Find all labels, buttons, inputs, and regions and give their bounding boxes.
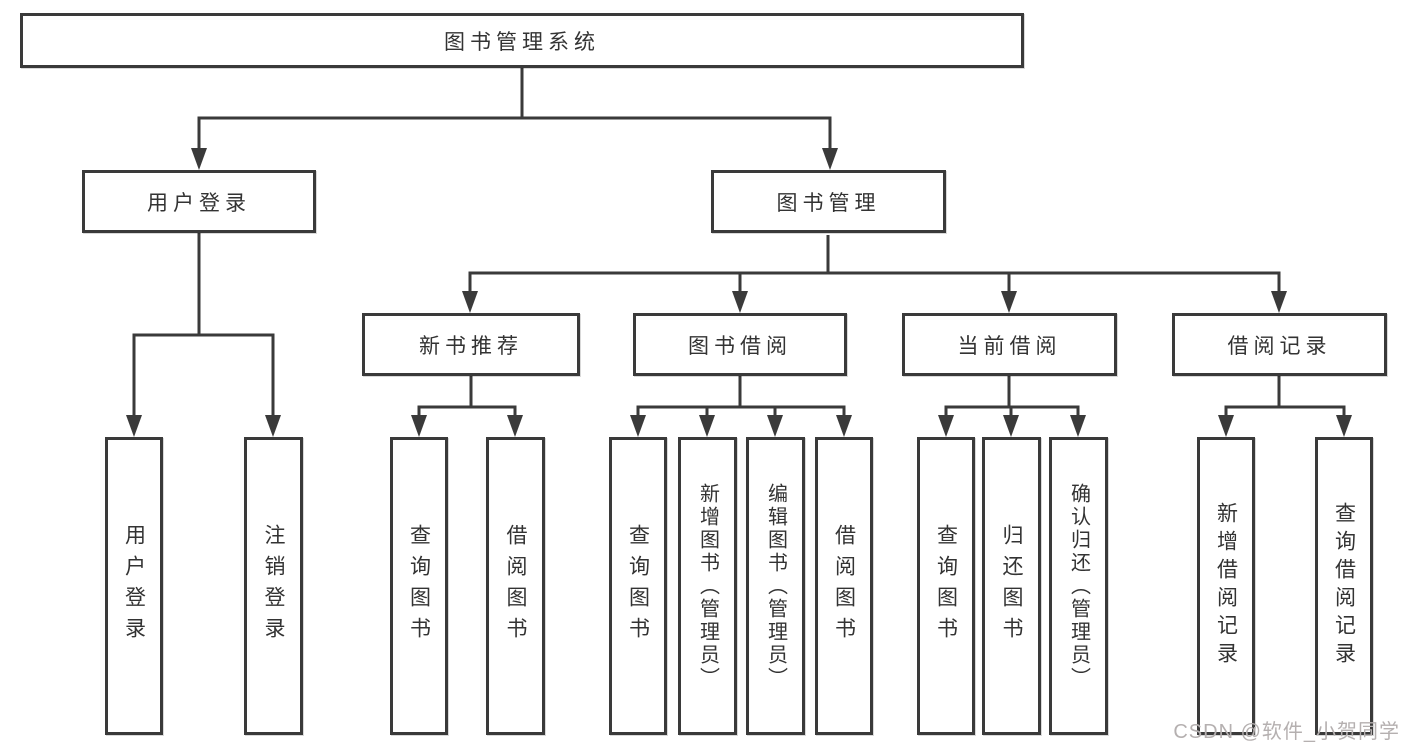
leaf-confirm-return-admin: 确认归还（管理员） xyxy=(1049,437,1108,735)
leaf-user-login: 用户登录 xyxy=(105,437,163,735)
node-new-book-recommendation: 新书推荐 xyxy=(362,313,580,376)
node-borrowing-records: 借阅记录 xyxy=(1172,313,1387,376)
leaf-query-books-borrow: 查询图书 xyxy=(609,437,667,735)
arrowhead-icon xyxy=(507,415,523,437)
arrowhead-icon xyxy=(699,415,715,437)
node-user-login: 用户登录 xyxy=(82,170,316,233)
arrowhead-icon xyxy=(1003,415,1019,437)
arrowhead-icon xyxy=(836,415,852,437)
arrowhead-icon xyxy=(1070,415,1086,437)
arrowhead-icon xyxy=(265,415,281,437)
node-book-management: 图书管理 xyxy=(711,170,946,233)
leaf-add-books-admin: 新增图书（管理员） xyxy=(678,437,737,735)
leaf-query-books-current: 查询图书 xyxy=(917,437,975,735)
leaf-edit-books-admin: 编辑图书（管理员） xyxy=(746,437,805,735)
node-current-borrowing: 当前借阅 xyxy=(902,313,1117,376)
arrowhead-icon xyxy=(767,415,783,437)
arrowhead-icon xyxy=(126,415,142,437)
arrowhead-icon xyxy=(462,291,478,313)
leaf-add-borrow-record: 新增借阅记录 xyxy=(1197,437,1255,735)
arrowhead-icon xyxy=(1271,291,1287,313)
leaf-borrow-books: 借阅图书 xyxy=(815,437,873,735)
arrowhead-icon xyxy=(630,415,646,437)
arrowhead-icon xyxy=(1001,291,1017,313)
leaf-return-books: 归还图书 xyxy=(982,437,1041,735)
arrowhead-icon xyxy=(732,291,748,313)
leaf-borrow-books-recommend: 借阅图书 xyxy=(486,437,545,735)
arrowhead-icon xyxy=(822,148,838,170)
arrowheads xyxy=(126,148,1352,437)
arrowhead-icon xyxy=(411,415,427,437)
leaf-logout: 注销登录 xyxy=(244,437,303,735)
arrowhead-icon xyxy=(191,148,207,170)
leaf-query-books-recommend: 查询图书 xyxy=(390,437,448,735)
arrowhead-icon xyxy=(1336,415,1352,437)
arrowhead-icon xyxy=(1218,415,1234,437)
connector-paths xyxy=(132,68,1346,416)
arrowhead-icon xyxy=(938,415,954,437)
leaf-query-borrow-record: 查询借阅记录 xyxy=(1315,437,1373,735)
csdn-watermark: CSDN @软件_小贺同学 xyxy=(1173,721,1400,743)
node-library-management-system: 图书管理系统 xyxy=(20,13,1024,68)
node-book-borrowing: 图书借阅 xyxy=(633,313,847,376)
